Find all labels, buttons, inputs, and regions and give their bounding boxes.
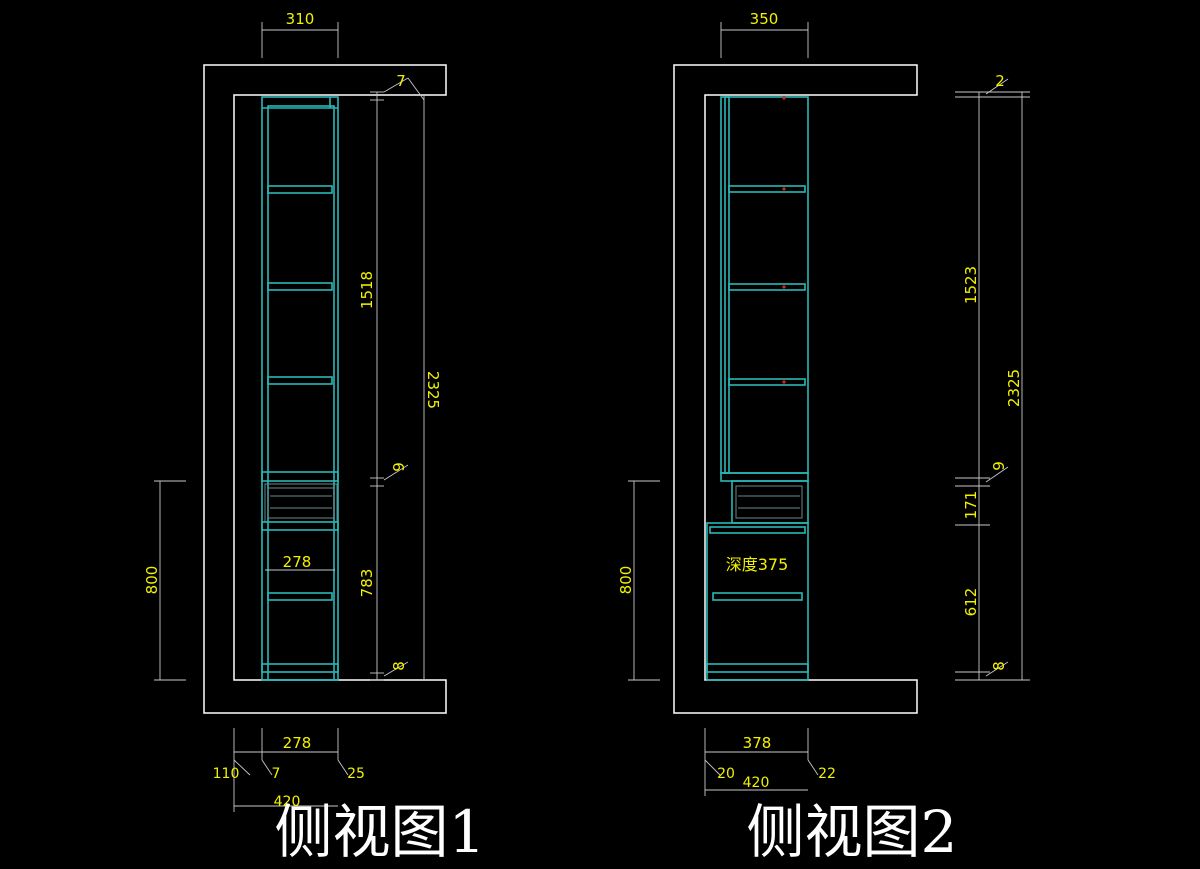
- dim-bottom-width: 378: [743, 734, 772, 752]
- dim-upper-height: 1523: [962, 266, 980, 304]
- dim-bottom-mid: 7: [272, 766, 281, 782]
- depth-note: 深度375: [726, 555, 789, 574]
- dim-bottom-total: 420: [743, 775, 770, 791]
- dim-bottom-gap: 8: [990, 661, 1008, 671]
- dim-inner-width: 278: [283, 553, 312, 571]
- side-view-2: 350 2 1523 2325 9 171 612 8 800 深度375 37…: [617, 10, 1030, 866]
- dim-lower-height: 612: [962, 588, 980, 617]
- dim-drawer-height: 171: [962, 491, 980, 520]
- dim-left-height: 800: [617, 566, 635, 595]
- dim-bottom-gap: 8: [390, 661, 408, 671]
- wall-section-1: [203, 64, 447, 714]
- dim-lower-height: 783: [358, 569, 376, 598]
- view-caption-2: 侧视图2: [747, 798, 958, 866]
- dim-top-gap: 7: [396, 72, 406, 90]
- view-caption-1: 侧视图1: [275, 798, 486, 866]
- marker-dot: [782, 96, 786, 100]
- dim-top-width: 310: [286, 10, 315, 28]
- dim-bottom-total: 420: [274, 794, 301, 810]
- marker-dot: [782, 285, 786, 289]
- wall-section-2: [673, 64, 918, 714]
- cabinet-1: [261, 96, 339, 681]
- marker-dot: [782, 187, 786, 191]
- dim-bottom-left: 110: [213, 766, 240, 782]
- dim-bottom-right: 22: [818, 766, 836, 782]
- marker-dot: [782, 380, 786, 384]
- dim-top-width: 350: [750, 10, 779, 28]
- dim-upper-height: 1518: [358, 271, 376, 309]
- dim-bottom-right: 25: [347, 766, 365, 782]
- dim-bottom-left: 20: [717, 766, 735, 782]
- cabinet-2: [706, 96, 809, 681]
- dim-mid-gap: 9: [990, 461, 1008, 471]
- dim-top-gap: 2: [995, 72, 1005, 90]
- dim-total-height: 2325: [424, 371, 442, 409]
- dim-left-height: 800: [143, 566, 161, 595]
- dim-total-height: 2325: [1005, 369, 1023, 407]
- dim-bottom-width: 278: [283, 734, 312, 752]
- dim-mid-gap: 9: [390, 462, 408, 472]
- side-view-1: 310 7 1518 2325 9 783 8 800 278 278 110 …: [143, 10, 485, 866]
